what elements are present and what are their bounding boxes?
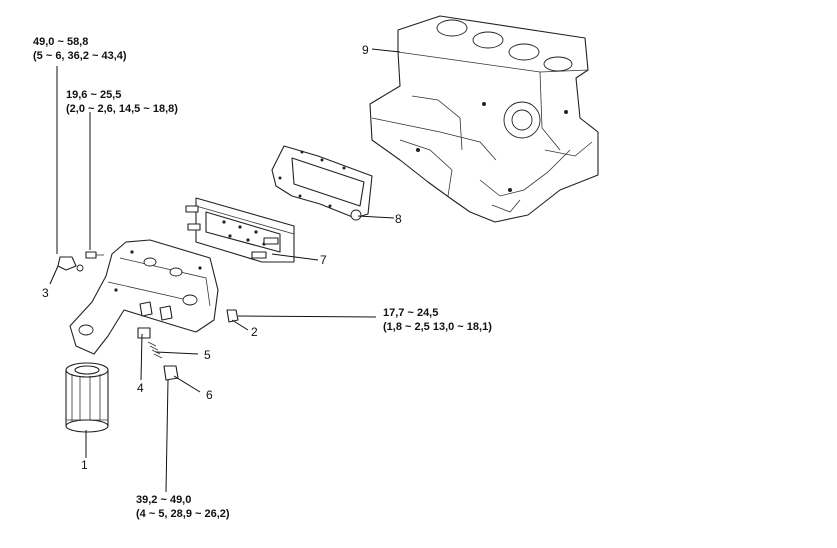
- torque-spec-3-line1: 17,7 ~ 24,5: [383, 307, 439, 319]
- torque-spec-4-line1: 39,2 ~ 49,0: [136, 494, 192, 506]
- oil-filter: [65, 362, 109, 433]
- callout-2: 2: [251, 325, 258, 339]
- oil-cooler: [185, 197, 295, 263]
- oil-filter-housing: [69, 239, 219, 355]
- torque-spec-4: 39,2 ~ 49,0 (4 ~ 5, 28,9 ~ 26,2): [136, 493, 230, 521]
- callout-1: 1: [81, 458, 88, 472]
- torque-spec-1-line1: 49,0 ~ 58,8: [33, 36, 89, 48]
- torque-spec-2-line1: 19,6 ~ 25,5: [66, 89, 122, 101]
- cylinder-block: [369, 15, 599, 223]
- callout-8: 8: [395, 212, 402, 226]
- torque-spec-3: 17,7 ~ 24,5 (1,8 ~ 2,5 13,0 ~ 18,1): [383, 306, 492, 334]
- leader-lines: [49, 48, 401, 493]
- torque-spec-1: 49,0 ~ 58,8 (5 ~ 6, 36,2 ~ 43,4): [33, 35, 127, 63]
- plug-6: [163, 365, 179, 381]
- torque-spec-1-line2: (5 ~ 6, 36,2 ~ 43,4): [33, 50, 127, 62]
- plug-2: [226, 309, 239, 323]
- callout-3: 3: [42, 286, 49, 300]
- torque-spec-3-line2: (1,8 ~ 2,5 13,0 ~ 18,1): [383, 321, 492, 333]
- oil-cooler-gasket: [271, 145, 373, 221]
- callout-9: 9: [362, 43, 369, 57]
- torque-spec-2-line2: (2,0 ~ 2,6, 14,5 ~ 18,8): [66, 103, 178, 115]
- callout-7: 7: [320, 253, 327, 267]
- callout-6: 6: [206, 388, 213, 402]
- plug-4: [137, 327, 151, 339]
- callout-5: 5: [204, 348, 211, 362]
- callout-4: 4: [137, 381, 144, 395]
- oil-pressure-switch: [57, 256, 84, 272]
- spring-5: [147, 341, 163, 359]
- mounting-bolt: [85, 251, 104, 259]
- torque-spec-4-line2: (4 ~ 5, 28,9 ~ 26,2): [136, 508, 230, 520]
- torque-spec-2: 19,6 ~ 25,5 (2,0 ~ 2,6, 14,5 ~ 18,8): [66, 88, 178, 116]
